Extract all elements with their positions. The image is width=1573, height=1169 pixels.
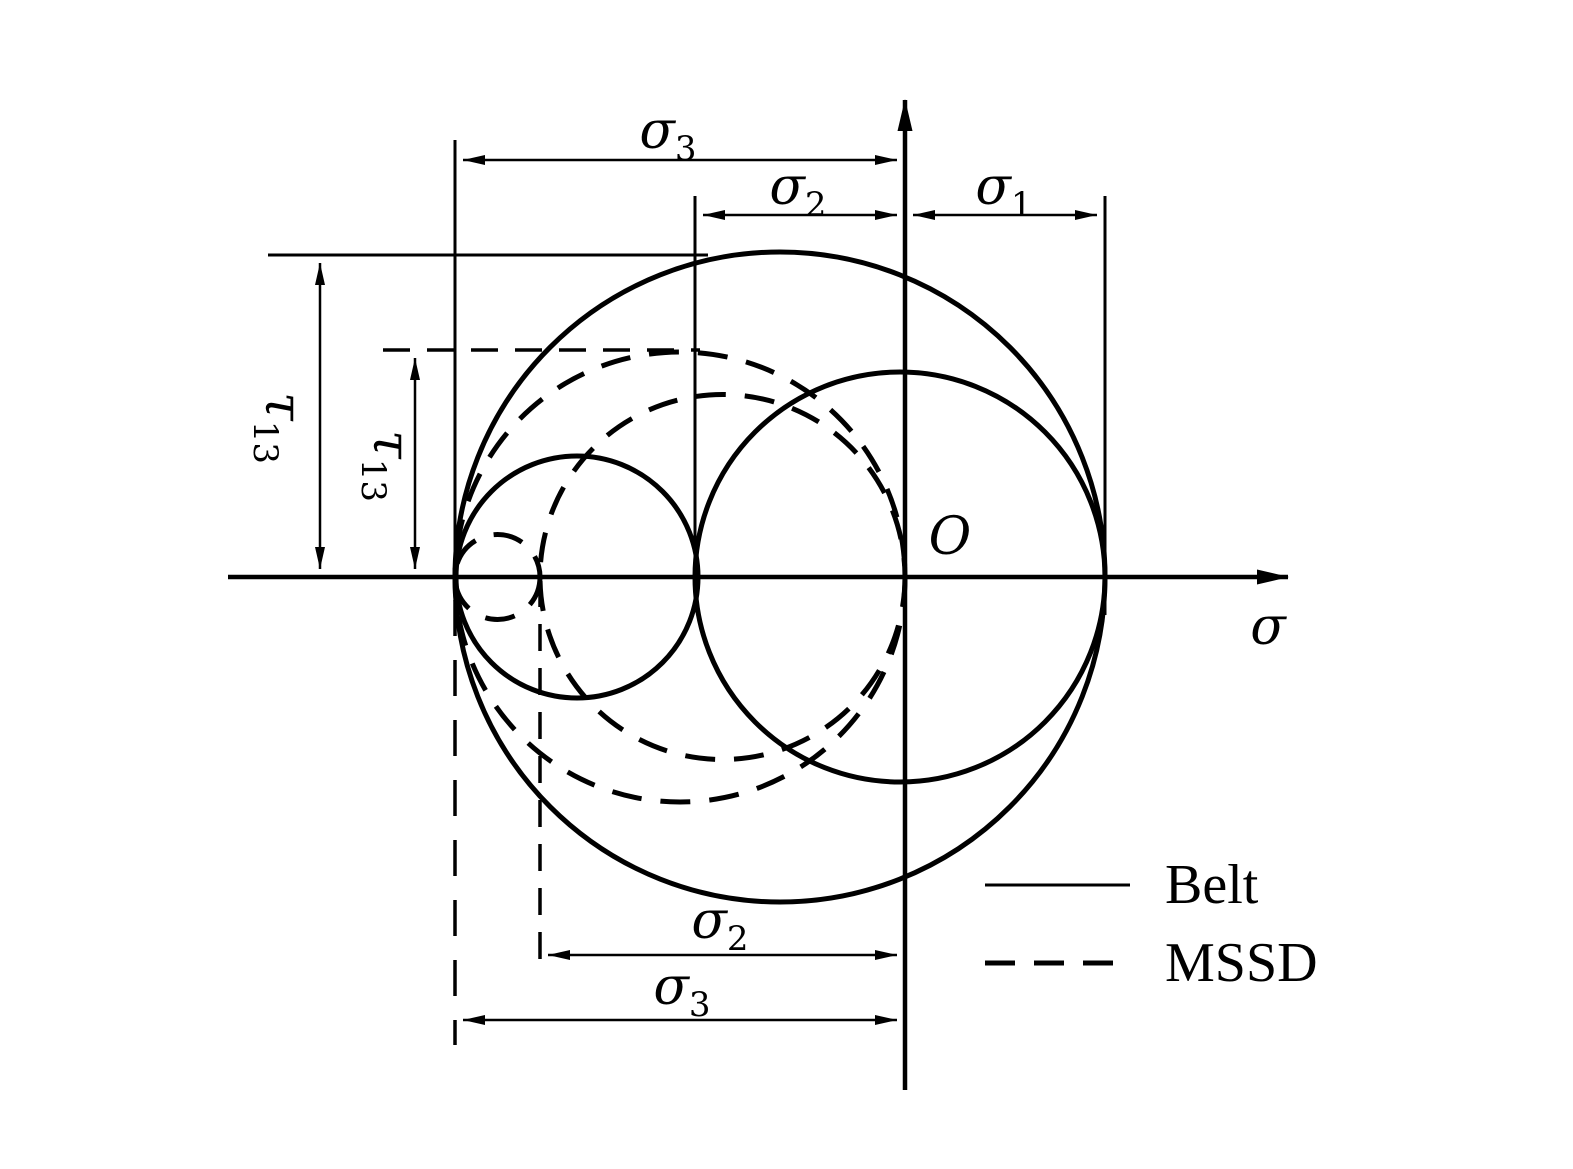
mssd-circle-sigma3-sigma2 xyxy=(452,532,543,622)
label-sigma3-bottom: σ3 xyxy=(653,957,710,1025)
sigma-axis-label: σ xyxy=(1250,597,1287,657)
origin-label: O xyxy=(929,507,972,567)
mssd-circle-sigma2-sigma1 xyxy=(537,392,908,762)
label-sigma1-top: σ1 xyxy=(975,157,1032,225)
label-sigma2-top: σ2 xyxy=(769,157,826,225)
legend-mssd-label: MSSD xyxy=(1165,932,1318,994)
legend-belt-label: Belt xyxy=(1165,854,1259,916)
label-tau13-outer: τ13 xyxy=(245,392,313,464)
label-tau13-inner: τ13 xyxy=(353,430,421,502)
label-sigma3-top: σ3 xyxy=(639,101,696,169)
label-sigma2-bottom: σ2 xyxy=(691,891,748,959)
